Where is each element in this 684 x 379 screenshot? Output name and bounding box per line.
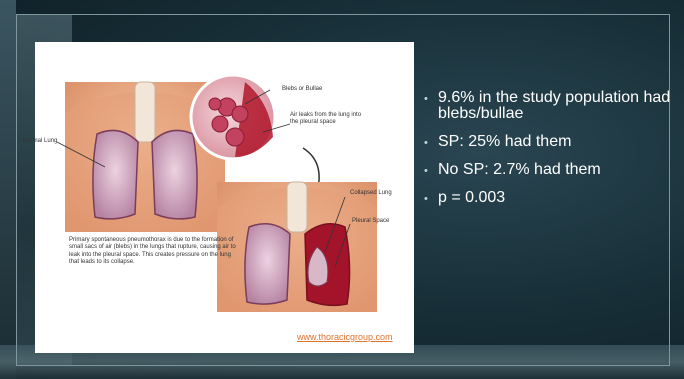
bullet-text: 9.6% in the study population had blebs/b… bbox=[438, 89, 670, 122]
collapsed-chest bbox=[217, 182, 377, 312]
bullet-glyph: • bbox=[424, 91, 428, 107]
bullet-glyph: • bbox=[424, 135, 428, 151]
bleb-zoom-circle bbox=[191, 75, 275, 159]
bullet-item: • p = 0.003 bbox=[424, 190, 674, 206]
figure-panel: Normal Lung Blebs or Bullae Air leaks fr… bbox=[35, 42, 414, 353]
bullet-text: p = 0.003 bbox=[438, 189, 505, 206]
figure-caption: Primary spontaneous pneumothorax is due … bbox=[69, 237, 237, 266]
bullet-item: • SP: 25% had them bbox=[424, 134, 674, 150]
bullet-text: No SP: 2.7% had them bbox=[438, 161, 601, 178]
left-accent-bar bbox=[0, 0, 16, 379]
bullet-text: SP: 25% had them bbox=[438, 133, 571, 150]
label-air-leaks: Air leaks from the lung into the pleural… bbox=[290, 112, 364, 126]
label-pleural-space: Pleural Space bbox=[352, 218, 389, 225]
bullet-list: • 9.6% in the study population had blebs/… bbox=[424, 90, 674, 218]
bullet-item: • No SP: 2.7% had them bbox=[424, 162, 674, 178]
bullet-glyph: • bbox=[424, 191, 428, 207]
bullet-item: • 9.6% in the study population had blebs/… bbox=[424, 90, 674, 122]
bullet-glyph: • bbox=[424, 163, 428, 179]
label-blebs: Blebs or Bullae bbox=[282, 86, 322, 93]
pneumothorax-illustration bbox=[35, 42, 414, 353]
source-link[interactable]: www.thoracicgroup.com bbox=[297, 332, 393, 342]
label-normal-lung: Normal Lung bbox=[23, 138, 57, 145]
label-collapsed-lung: Collapsed Lung bbox=[350, 190, 392, 197]
